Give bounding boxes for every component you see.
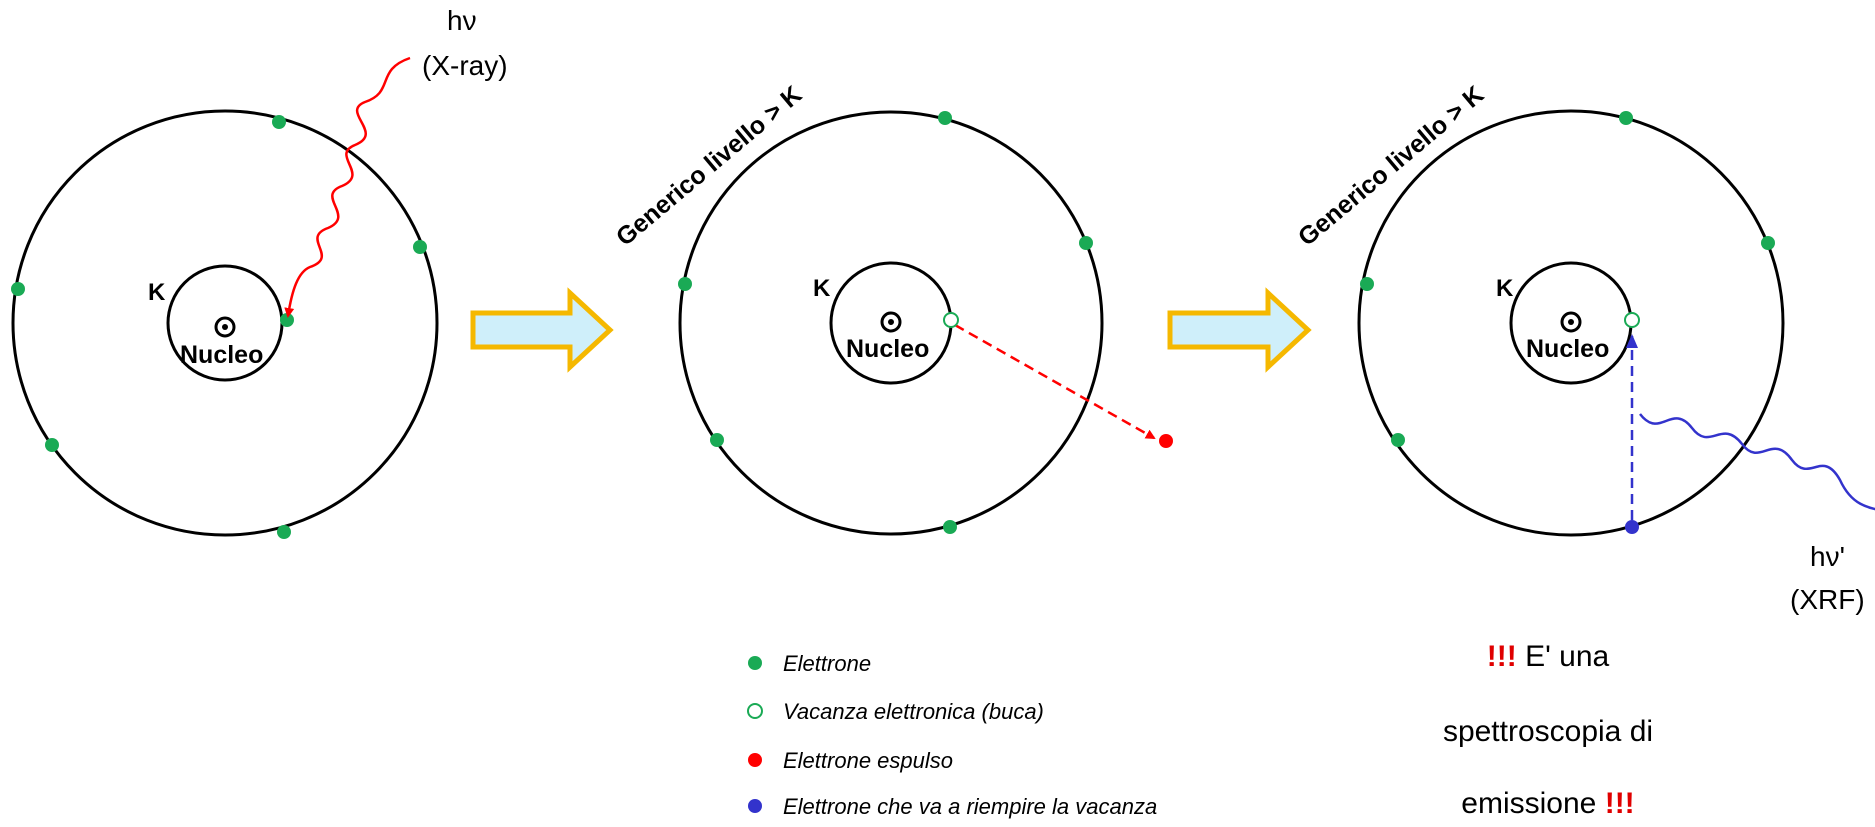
electron	[1079, 236, 1093, 250]
stage-2-atom: Nucleo K Generico livello > K	[611, 81, 1173, 536]
k-shell-label: K	[1496, 275, 1514, 302]
emission-note: !!! E' una spettroscopia di emissione !!…	[1443, 640, 1653, 820]
k-shell-label: K	[148, 279, 166, 306]
transition-arrow-2	[1167, 287, 1312, 373]
note-line-3-text: emissione	[1461, 787, 1604, 820]
legend-label: Elettrone espulso	[783, 748, 953, 773]
electron	[1761, 236, 1775, 250]
electron	[1619, 111, 1633, 125]
emitted-photon-label: hν'	[1810, 541, 1845, 572]
legend-ejected-electron-icon	[748, 753, 762, 767]
outer-level-label: Generico livello > K	[611, 81, 807, 252]
nucleus-icon	[1560, 311, 1582, 333]
note-line-1: !!! E' una	[1487, 640, 1610, 673]
legend-label: Elettrone che va a riempire la vacanza	[783, 794, 1157, 819]
electron	[710, 433, 724, 447]
nucleus-icon	[880, 311, 902, 333]
stage-1-atom: Nucleo K hν (X-ray)	[11, 5, 508, 539]
legend: Elettrone Vacanza elettronica (buca) Ele…	[747, 651, 1157, 819]
electron	[45, 438, 59, 452]
incident-xray-photon	[284, 56, 411, 318]
outer-level-label: Generico livello > K	[1293, 81, 1489, 252]
legend-filling-electron-icon	[748, 799, 762, 813]
electron	[413, 240, 427, 254]
legend-label: Vacanza elettronica (buca)	[783, 699, 1044, 724]
note-line-3: emissione !!!	[1461, 787, 1634, 820]
nucleus-label: Nucleo	[180, 341, 263, 369]
note-line-2: spettroscopia di	[1443, 715, 1653, 748]
ejected-electron	[1159, 434, 1173, 448]
emitted-photon-type: (XRF)	[1790, 584, 1865, 615]
legend-electron-icon	[748, 656, 762, 670]
electron	[272, 115, 286, 129]
ejection-path	[954, 323, 1156, 440]
electron	[678, 277, 692, 291]
electron	[1360, 277, 1374, 291]
legend-label: Elettrone	[783, 651, 871, 676]
nucleus-label: Nucleo	[1526, 335, 1609, 363]
transition-arrow-1	[470, 287, 614, 373]
outer-orbit	[1357, 109, 1785, 537]
electron-vacancy	[943, 312, 959, 328]
nucleus-label: Nucleo	[846, 335, 929, 363]
k-shell-label: K	[813, 275, 831, 302]
electron	[938, 111, 952, 125]
electron	[1391, 433, 1405, 447]
outer-orbit	[11, 109, 439, 537]
note-line-1-text: E' una	[1517, 640, 1610, 673]
filling-electron	[1625, 520, 1639, 534]
nucleus-icon	[214, 316, 236, 338]
electron	[11, 282, 25, 296]
exclamation-prefix: !!!	[1487, 640, 1517, 673]
outer-orbit	[678, 110, 1104, 536]
incident-photon-type: (X-ray)	[422, 50, 508, 81]
exclamation-suffix: !!!	[1605, 787, 1635, 820]
electron	[943, 520, 957, 534]
emitted-xrf-photon	[1639, 413, 1875, 511]
stage-3-atom: Nucleo K Generico livello > K hν' (XRF)	[1293, 81, 1875, 615]
legend-vacancy-icon	[747, 703, 763, 719]
incident-photon-label: hν	[447, 5, 477, 36]
electron	[277, 525, 291, 539]
electron-vacancy	[1624, 312, 1640, 328]
